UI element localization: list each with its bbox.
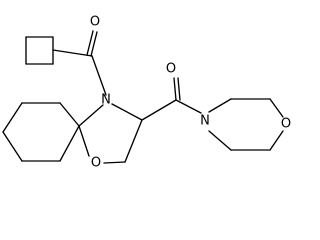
amide-double-bond-b xyxy=(177,77,181,101)
nitrogen-to-spiro-bond xyxy=(78,104,104,127)
amide-oxygen-label: O xyxy=(166,62,176,77)
cyclohexane-bond-6 xyxy=(59,125,80,162)
methylene-to-oxygen-bond xyxy=(103,161,126,164)
cyclohexane-bond-4 xyxy=(2,131,23,162)
morpholine-bond-lower-n xyxy=(208,130,232,151)
oxygen-to-spiro-bond xyxy=(78,125,90,157)
cyclohexane-bond-1 xyxy=(59,102,80,127)
cyclobutyl-carbonyl xyxy=(52,30,107,96)
amide-double-bond-a xyxy=(173,77,177,101)
ring-carbon-to-amide-carbon-bond xyxy=(141,99,177,121)
morpholine-nitrogen-label: N xyxy=(200,114,210,129)
structure-canvas: O N O N O O xyxy=(2,14,292,171)
nitrogen-to-ring-carbon-bond xyxy=(111,103,143,121)
morpholine-ring xyxy=(208,98,284,151)
amide-carbon-to-nitrogen-bond xyxy=(175,99,202,114)
cyclobutane-ring xyxy=(25,36,54,65)
morpholine-bond-upper-o xyxy=(269,98,284,118)
ketone-oxygen-label: O xyxy=(90,15,100,30)
morpholine-bond-o-lower xyxy=(269,130,284,151)
cyclohexane-bond-3 xyxy=(2,102,23,133)
ring-oxygen-label: O xyxy=(91,156,101,171)
oxazolidine-ring xyxy=(78,103,143,164)
molecule-diagram: O N O N O O xyxy=(2,15,291,171)
morpholine-amide xyxy=(141,77,202,121)
morpholine-bond-n-upper xyxy=(208,98,232,113)
morpholine-oxygen-label: O xyxy=(281,117,291,132)
cyclohexane-ring xyxy=(2,102,80,162)
carbonyl-double-bond-b xyxy=(86,30,94,56)
carbonyl-to-nitrogen-bond xyxy=(91,55,107,96)
cyclobutane-to-carbonyl-bond xyxy=(52,49,93,57)
ring-nitrogen-label: N xyxy=(101,93,111,108)
ring-carbon-to-methylene-bond xyxy=(124,119,143,163)
carbonyl-double-bond-a xyxy=(90,31,98,57)
